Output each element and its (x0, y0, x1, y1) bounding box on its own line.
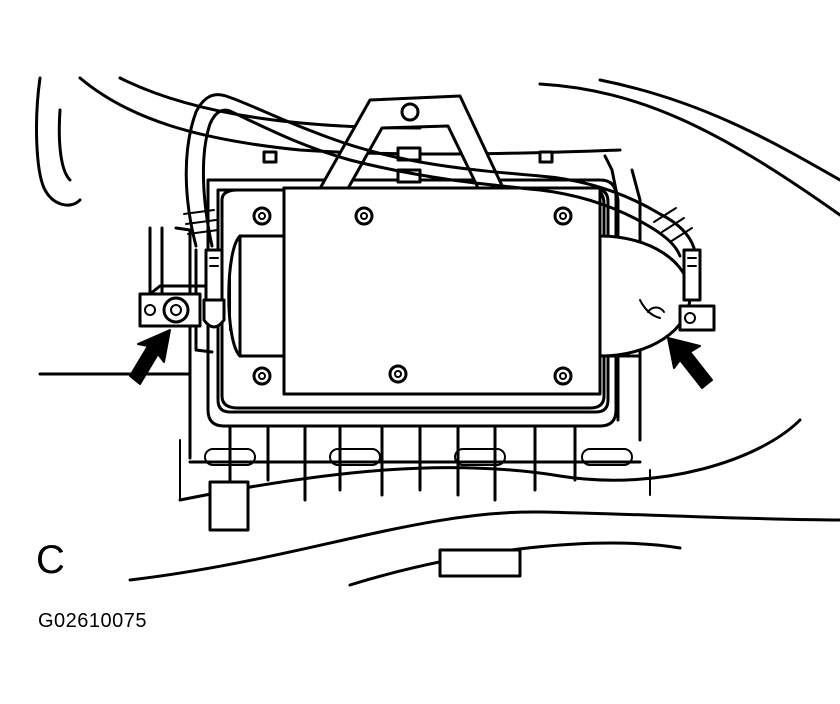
right-pointer-arrow (667, 337, 713, 389)
background-structure (35, 76, 840, 587)
mounting-nuts (252, 206, 573, 386)
view-label: C (36, 538, 65, 582)
nut-bottom-right (553, 366, 573, 386)
left-bolt-bracket (138, 284, 208, 328)
left-pointer-arrow (129, 329, 171, 385)
nut-top-center (354, 206, 374, 226)
figure-code: G02610075 (38, 610, 148, 632)
wire-harness (183, 93, 716, 354)
nut-bottom-center (388, 364, 408, 384)
nut-bottom-left (252, 366, 272, 386)
nut-top-right (553, 206, 573, 226)
nut-top-left (252, 206, 272, 226)
pointer-arrows (129, 329, 713, 389)
cover-plate (282, 186, 602, 396)
